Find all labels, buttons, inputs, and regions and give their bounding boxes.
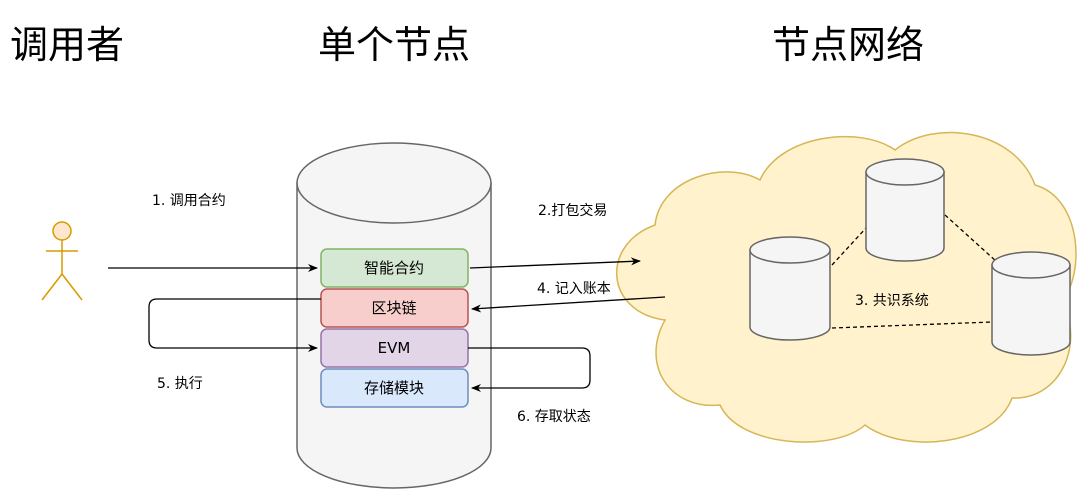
step-execute-label: 5. 执行 — [157, 376, 203, 392]
step-call-contract-label: 1. 调用合约 — [152, 193, 226, 209]
network-node-icon — [865, 158, 945, 262]
step-package-tx-label: 2.打包交易 — [538, 202, 607, 219]
network-node-icon — [991, 251, 1071, 356]
access-state-arrow — [468, 347, 591, 392]
storage-box: 存储模块 — [320, 368, 469, 408]
smart-contract-label: 智能合约 — [364, 259, 424, 277]
evm-label: EVM — [378, 339, 411, 357]
arrows — [108, 257, 666, 392]
step-consensus-label: 3. 共识系统 — [855, 293, 929, 309]
consensus-links — [831, 214, 998, 329]
evm-box: EVM — [320, 328, 469, 368]
node-network-title: 节点网络 — [772, 23, 924, 67]
package-tx-arrow — [469, 257, 641, 269]
execute-arrow — [148, 298, 321, 352]
smart-contract-box: 智能合约 — [320, 248, 469, 288]
storage-label: 存储模块 — [364, 379, 424, 397]
record-ledger-arrow — [471, 296, 666, 313]
blockchain-box: 区块链 — [320, 288, 469, 328]
user-actor-icon — [41, 221, 83, 301]
step-access-state-label: 6. 存取状态 — [517, 409, 591, 425]
blockchain-label: 区块链 — [371, 299, 416, 317]
single-node-title: 单个节点 — [318, 23, 470, 67]
caller-title: 调用者 — [10, 23, 124, 67]
step-record-ledger-label: 4. 记入账本 — [537, 281, 611, 297]
network-node-icon — [749, 236, 831, 341]
network-cloud-icon — [616, 131, 1077, 443]
